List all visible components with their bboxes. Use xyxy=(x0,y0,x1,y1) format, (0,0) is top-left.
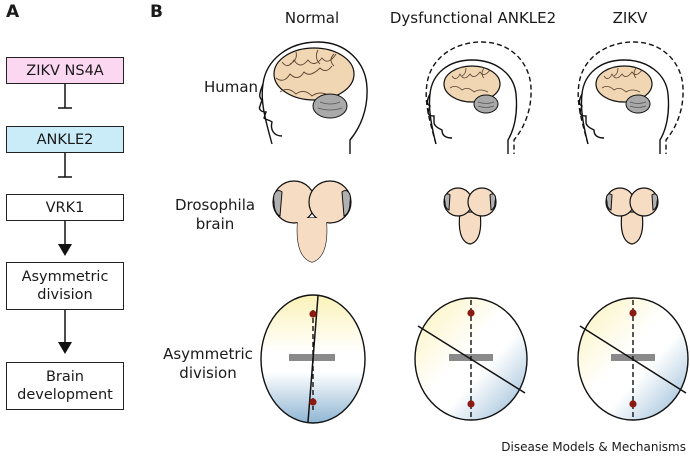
row-label-human: Human xyxy=(203,78,259,96)
human-head-zikv xyxy=(577,41,684,154)
inhibit-connector-2 xyxy=(58,153,72,178)
division-cell-normal xyxy=(260,294,366,424)
fly-brain-dysfunctional-ankle2 xyxy=(443,187,497,245)
flow-box-vrk1: VRK1 xyxy=(6,194,124,221)
row-label-drosophila-brain: Drosophila brain xyxy=(174,196,256,233)
panel-a-letter: A xyxy=(6,2,20,22)
human-head-normal xyxy=(258,41,368,154)
division-cell-zikv xyxy=(577,297,689,421)
human-head-dysfunctional-ankle2 xyxy=(425,41,532,154)
panel-b-letter: B xyxy=(150,2,163,22)
column-header-normal: Normal xyxy=(284,9,340,27)
division-cell-dysfunctional-ankle2 xyxy=(414,297,528,421)
flow-box-asymmetric-division: Asymmetric division xyxy=(6,262,124,310)
inhibit-connector-1 xyxy=(58,84,72,109)
journal-credit: Disease Models & Mechanisms xyxy=(501,440,686,454)
flow-box-zikv-ns4a: ZIKV NS4A xyxy=(6,57,124,84)
fly-brain-zikv xyxy=(605,187,659,245)
activate-arrow-2 xyxy=(58,310,72,354)
column-header-zikv: ZIKV xyxy=(612,9,648,27)
column-header-dysfunctional-ankle2: Dysfunctional ANKLE2 xyxy=(389,9,557,27)
flow-box-brain-development: Brain development xyxy=(6,362,124,410)
fly-brain-normal xyxy=(272,180,352,263)
activate-arrow-1 xyxy=(58,221,72,256)
flow-box-ankle2: ANKLE2 xyxy=(6,126,124,153)
row-label-asymmetric-division: Asymmetric division xyxy=(163,345,253,382)
